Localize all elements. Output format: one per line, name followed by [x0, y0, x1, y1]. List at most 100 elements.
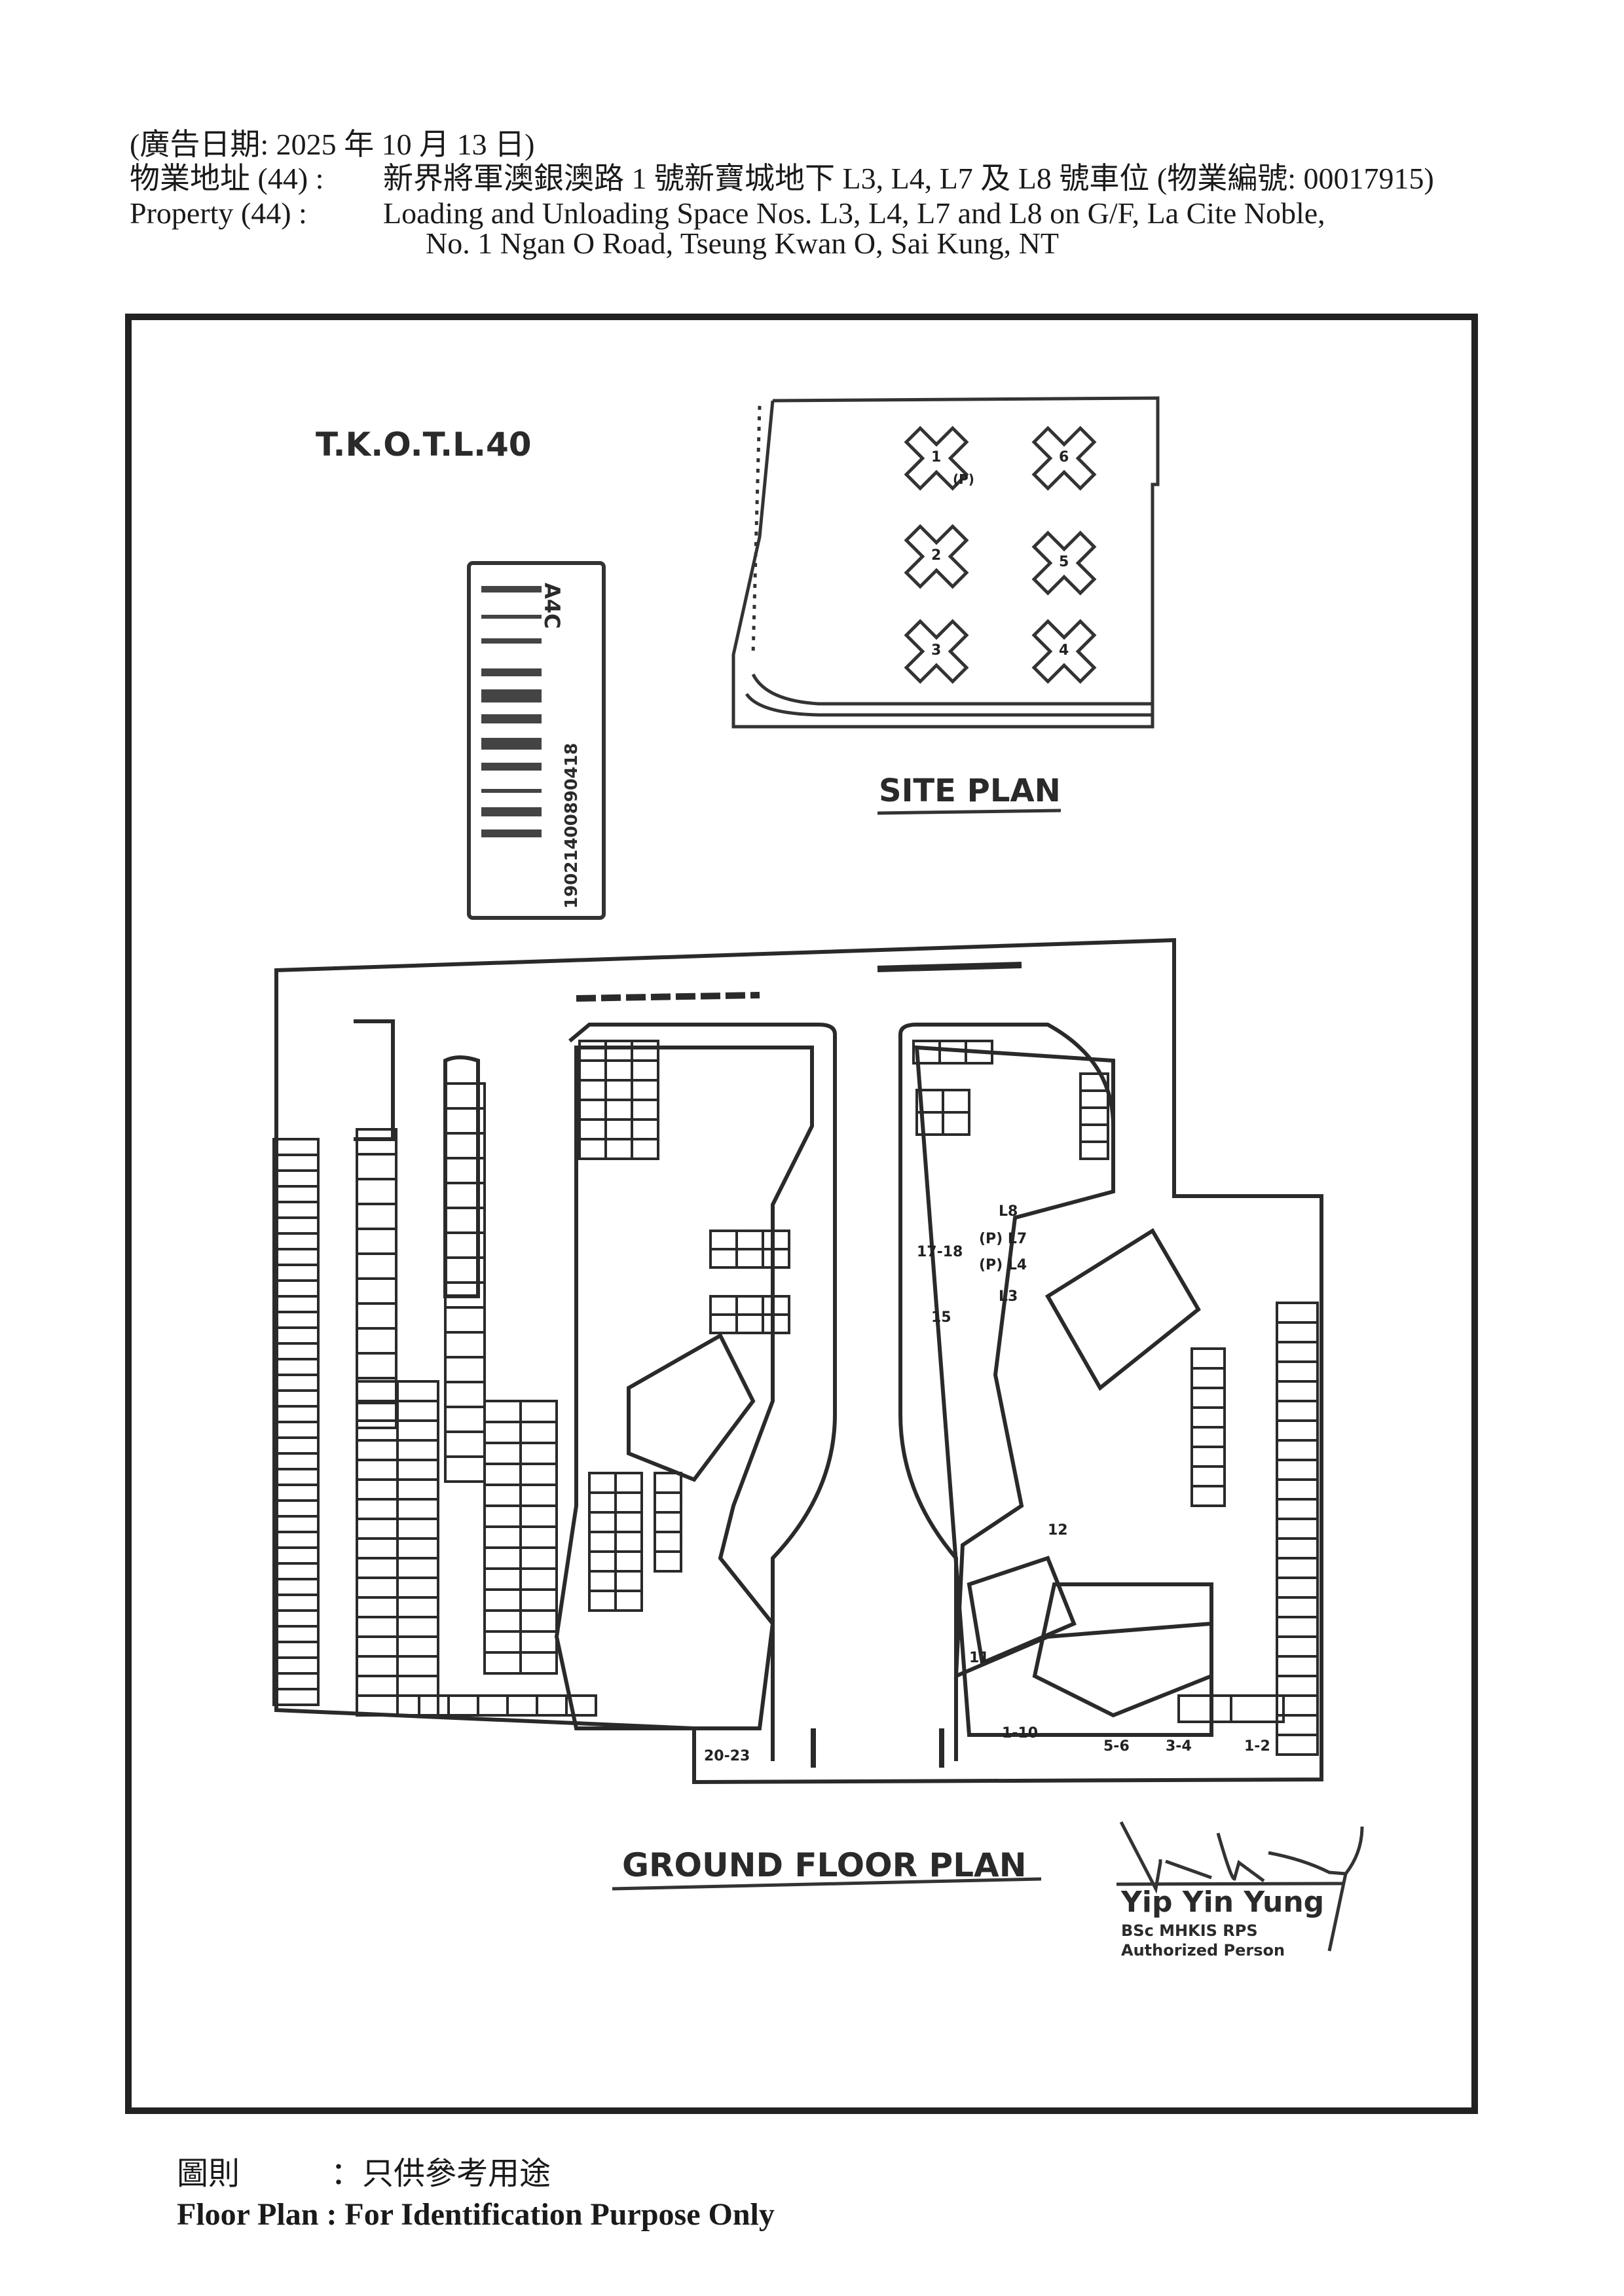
parking-stall	[356, 1352, 397, 1379]
shop-label: 12	[1048, 1522, 1068, 1539]
parking-stall	[356, 1439, 399, 1461]
parking-stall	[942, 1111, 970, 1136]
signatory-qualifications: BSc MHKIS RPS	[1121, 1922, 1258, 1940]
parking-stall	[272, 1311, 320, 1329]
barcode-bar	[481, 738, 542, 750]
parking-stall	[762, 1313, 790, 1334]
parking-stall	[396, 1596, 439, 1618]
parking-stall	[272, 1374, 320, 1392]
parking-stall	[709, 1295, 738, 1316]
parking-stall	[272, 1295, 320, 1313]
parking-stall	[614, 1472, 643, 1494]
footer-en-text: Floor Plan : For Identification Purpose …	[177, 2197, 775, 2232]
parking-stall	[735, 1248, 764, 1269]
parking-stall	[272, 1484, 320, 1502]
parking-stall	[588, 1550, 617, 1573]
tower-shape	[1031, 426, 1097, 491]
parking-stall	[588, 1472, 617, 1494]
parking-stall	[356, 1203, 397, 1230]
parking-stall	[565, 1694, 597, 1717]
parking-stall	[483, 1504, 522, 1528]
parking-stall	[356, 1402, 397, 1429]
parking-stall	[272, 1185, 320, 1203]
parking-stall	[272, 1531, 320, 1549]
parking-stall	[709, 1230, 738, 1250]
parking-stall	[447, 1694, 479, 1717]
parking-stall	[418, 1694, 450, 1717]
parking-stall	[965, 1040, 993, 1065]
parking-stall	[483, 1484, 522, 1507]
signatory-role: Authorized Person	[1121, 1941, 1285, 1959]
parking-stall	[578, 1118, 607, 1140]
parking-stall	[588, 1511, 617, 1533]
tower-shape	[1031, 619, 1097, 684]
parking-stall	[604, 1138, 633, 1160]
parking-stall	[588, 1570, 617, 1592]
parking-stall	[272, 1499, 320, 1518]
parking-stall	[477, 1694, 509, 1717]
parking-stall	[483, 1421, 522, 1444]
parking-stall	[519, 1651, 558, 1675]
lot-number: T.K.O.T.L.40	[316, 426, 532, 464]
space-l7: (P) L7	[979, 1231, 1027, 1247]
parking-stall	[604, 1079, 633, 1101]
barcode-bar	[481, 829, 542, 837]
address-cn-label: 物業地址 (44) :	[130, 162, 324, 195]
parking-stall	[1276, 1459, 1319, 1481]
parking-stall	[356, 1576, 399, 1599]
parking-stalls	[272, 1040, 1319, 1756]
tower-note: (P)	[953, 471, 974, 487]
parking-stall	[444, 1381, 486, 1408]
parking-stall	[578, 1040, 607, 1062]
parking-stall	[1276, 1321, 1319, 1343]
parking-stall	[631, 1059, 659, 1082]
parking-stall	[356, 1537, 399, 1559]
tower-outline	[904, 524, 969, 589]
parking-stall	[588, 1491, 617, 1514]
shop-label: 1-2	[1244, 1738, 1270, 1755]
parking-stall	[272, 1326, 320, 1345]
parking-stall	[1190, 1485, 1226, 1507]
parking-stall	[654, 1531, 682, 1553]
parking-stall	[519, 1504, 558, 1528]
barcode-bar	[481, 807, 542, 816]
barcode-code: A4C	[540, 583, 564, 629]
parking-stall	[762, 1230, 790, 1250]
parking-stall	[519, 1484, 558, 1507]
parking-stall	[1079, 1123, 1109, 1143]
parking-stall	[1190, 1426, 1226, 1448]
parking-stall	[483, 1463, 522, 1486]
parking-stall	[272, 1625, 320, 1643]
parking-stall	[396, 1498, 439, 1520]
parking-stall	[631, 1138, 659, 1160]
tower-number: 6	[1059, 449, 1069, 465]
parking-stall	[1276, 1635, 1319, 1658]
parking-stall	[578, 1138, 607, 1160]
parking-stall	[272, 1468, 320, 1486]
tower-shape	[904, 524, 969, 589]
parking-stall	[1190, 1367, 1226, 1389]
parking-stall	[356, 1277, 397, 1305]
parking-stall	[483, 1609, 522, 1633]
parking-stall	[1276, 1341, 1319, 1363]
parking-stall	[356, 1380, 399, 1402]
parking-stall	[396, 1675, 439, 1697]
parking-stall	[614, 1570, 643, 1592]
parking-stall	[519, 1525, 558, 1549]
parking-stall	[735, 1295, 764, 1316]
parking-stall	[1276, 1655, 1319, 1677]
parking-stall	[614, 1491, 643, 1514]
parking-stall	[356, 1498, 399, 1520]
tower-outline	[1031, 530, 1097, 596]
tower-outline	[1031, 619, 1097, 684]
parking-stall	[614, 1531, 643, 1553]
ground-floor-plan-title: GROUND FLOOR PLAN	[622, 1846, 1027, 1884]
parking-stall	[396, 1439, 439, 1461]
parking-stall	[1276, 1439, 1319, 1461]
parking-stall	[1276, 1400, 1319, 1422]
parking-stall	[631, 1118, 659, 1140]
barcode-bar	[481, 638, 542, 644]
parking-stall	[614, 1511, 643, 1533]
shop-label: 17-18	[917, 1244, 963, 1260]
